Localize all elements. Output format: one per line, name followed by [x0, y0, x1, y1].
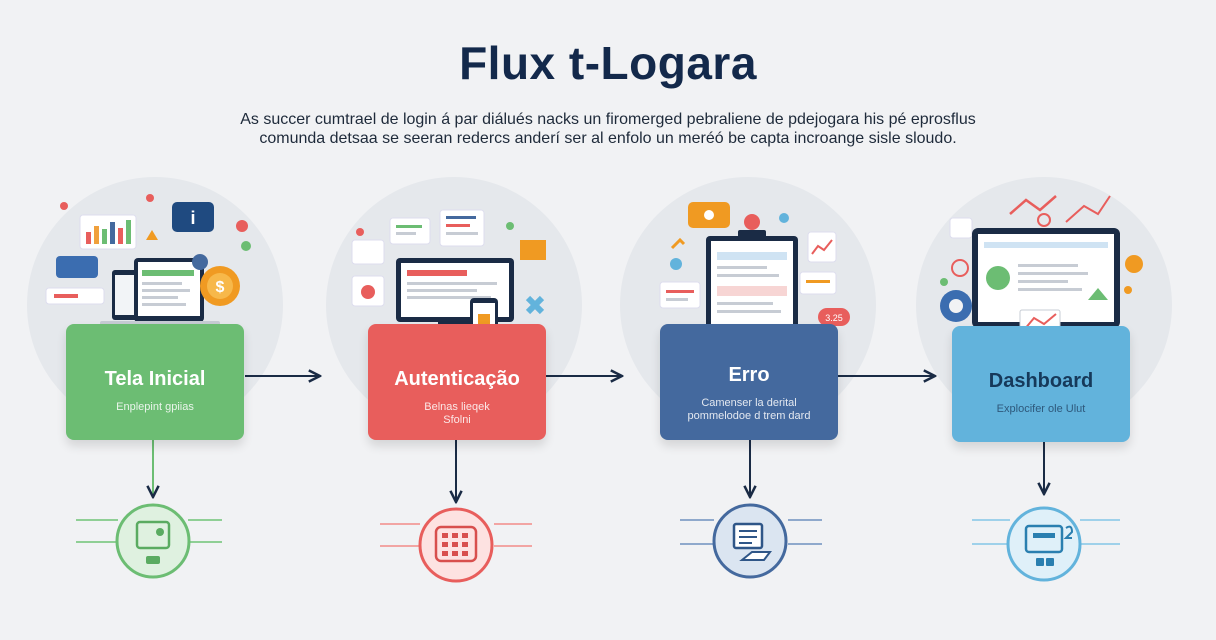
- stage-description: Belnas lieqek Sfolni: [424, 401, 490, 426]
- stage-description: Camenser la derital pommelodoe d trem da…: [687, 397, 811, 422]
- screen-icon: [115, 503, 191, 579]
- page-subtitle: As succer cumtrael de login á par diálué…: [240, 111, 976, 147]
- stage-1-illustration: i $: [45, 194, 251, 329]
- stage-description: Enplepint gpiias: [116, 401, 194, 413]
- stage-4-illustration: [940, 195, 1143, 337]
- stage-name: Erro: [728, 364, 770, 386]
- error-badge: 3.25: [825, 313, 843, 323]
- page-title: Flux t-Logara: [459, 37, 757, 89]
- stage-2-illustration: [351, 209, 546, 342]
- coin-icon: $: [216, 279, 225, 296]
- stage-autenticacao: Autenticação Belnas lieqek Sfolni: [368, 324, 546, 440]
- stage-erro: Erro Camenser la derital pommelodoe d tr…: [660, 324, 838, 440]
- keypad-icon: [418, 507, 494, 583]
- dashboard-icon: [1006, 506, 1082, 582]
- stage-3-illustration: 3.25: [659, 202, 850, 338]
- stage-description: Explocifer ole Ulut: [996, 403, 1086, 415]
- stage-dashboard: Dashboard Explocifer ole Ulut: [952, 326, 1130, 442]
- stage-name: Dashboard: [988, 370, 1094, 392]
- stage-name: Autenticação: [394, 368, 520, 390]
- stage-name: Tela Inicial: [104, 368, 206, 390]
- stage-tela-inicial: Tela Inicial Enplepint gpiias: [66, 324, 244, 440]
- document-icon: [712, 503, 788, 579]
- info-icon: i: [190, 208, 195, 228]
